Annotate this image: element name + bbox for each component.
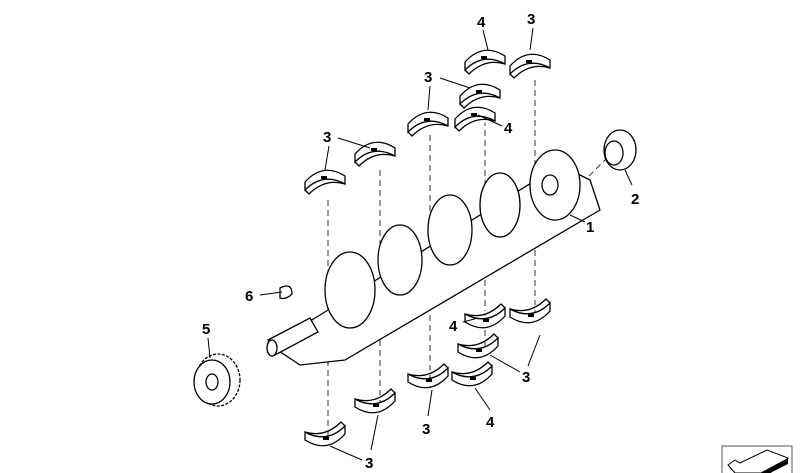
leader-lines (207, 27, 633, 461)
parts-catalog-view-icon[interactable] (721, 445, 793, 473)
callout-4: 4 (449, 318, 458, 335)
callout-6: 6 (245, 288, 253, 305)
callout-1: 1 (586, 219, 594, 236)
callout-5: 5 (202, 321, 210, 338)
callout-3: 3 (522, 369, 530, 386)
callout-3: 3 (323, 129, 331, 146)
callout-2: 2 (631, 191, 639, 208)
callout-3: 3 (365, 455, 373, 472)
seal-ring (603, 129, 637, 171)
callout-4: 4 (486, 414, 495, 431)
callout-labels: 4 3 3 4 3 2 1 6 5 4 3 3 4 3 (202, 11, 639, 472)
callout-4: 4 (477, 14, 486, 31)
callout-3: 3 (527, 11, 535, 28)
callout-3: 3 (424, 69, 432, 86)
woodruff-key (279, 285, 293, 300)
callout-4: 4 (504, 120, 513, 137)
callout-3: 3 (422, 421, 430, 438)
crankshaft (266, 149, 601, 366)
sprocket (193, 353, 241, 407)
